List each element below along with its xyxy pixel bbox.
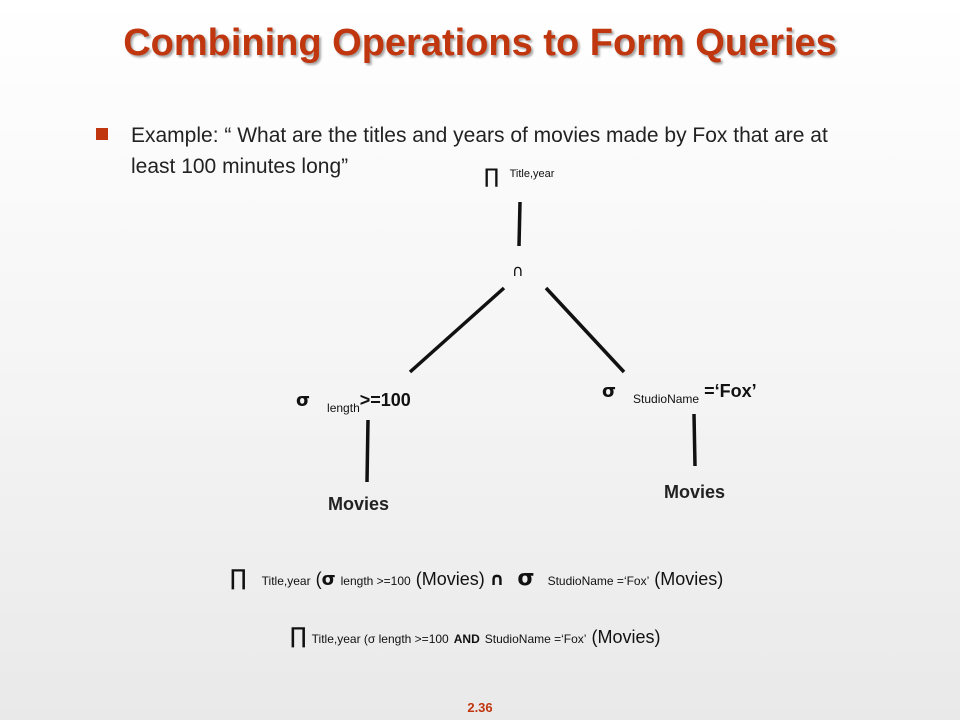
sigma-symbol: σ xyxy=(517,566,535,591)
expr1-sigma1-subscript: length >=100 xyxy=(340,574,411,588)
expr1-relation-2: (Movies) xyxy=(654,569,724,589)
expr2-and-keyword: AND xyxy=(453,632,480,646)
relational-expression-2: ∏ Title,year (σ length >=100 AND StudioN… xyxy=(290,624,661,649)
expr2-relation: (Movies) xyxy=(591,627,661,647)
intersect-symbol: ∩ xyxy=(489,569,505,590)
slide-title: Combining Operations to Form Queries xyxy=(123,22,837,64)
select-length-subscript: length xyxy=(327,401,360,415)
select-length-condition: >=100 xyxy=(359,390,411,410)
select-studio-subscript: StudioName xyxy=(633,392,700,406)
projection-subscript: Title,year xyxy=(509,168,555,180)
sigma-symbol: σ xyxy=(296,390,311,411)
edge-join-right xyxy=(544,286,626,374)
edge-right-select-movies xyxy=(692,413,697,467)
expr1-projection-subscript: Title,year xyxy=(261,574,311,588)
edge-join-left xyxy=(408,286,506,374)
sigma-symbol: σ xyxy=(602,381,617,402)
tree-leaf-movies-left: Movies xyxy=(328,494,390,514)
relational-expression-1: ∏ Title,year (σ length >=100 (Movies) ∩ … xyxy=(230,566,723,591)
tree-leaf-movies-right: Movies xyxy=(664,482,726,502)
expr1-sigma2-subscript: StudioName =‘Fox’ xyxy=(547,574,650,588)
expr1-open-paren: ( xyxy=(315,569,322,589)
edge-root-join xyxy=(517,201,522,247)
sigma-symbol: σ xyxy=(321,569,336,590)
bullet-square-icon xyxy=(96,128,108,140)
example-bullet-text: Example: “ What are the titles and years… xyxy=(131,124,828,178)
pi-symbol: ∏ xyxy=(484,164,500,188)
select-studio-condition: =‘Fox’ xyxy=(704,381,757,401)
tree-node-projection: ∏ Title,year xyxy=(484,164,554,188)
tree-node-select-studio: σ StudioName =‘Fox’ xyxy=(602,381,757,406)
edge-left-select-movies xyxy=(365,419,370,483)
page-number: 2.36 xyxy=(467,700,493,715)
expr1-relation-1: (Movies) xyxy=(415,569,485,589)
tree-node-select-length: σ length>=100 xyxy=(296,390,411,415)
pi-symbol: ∏ xyxy=(230,566,247,591)
expr2-subscript-part1: Title,year (σ length >=100 xyxy=(311,632,449,646)
expr2-subscript-part2: StudioName =‘Fox’ xyxy=(484,632,587,646)
pi-symbol: ∏ xyxy=(290,624,307,649)
tree-node-intersect: ∩ xyxy=(512,261,524,280)
